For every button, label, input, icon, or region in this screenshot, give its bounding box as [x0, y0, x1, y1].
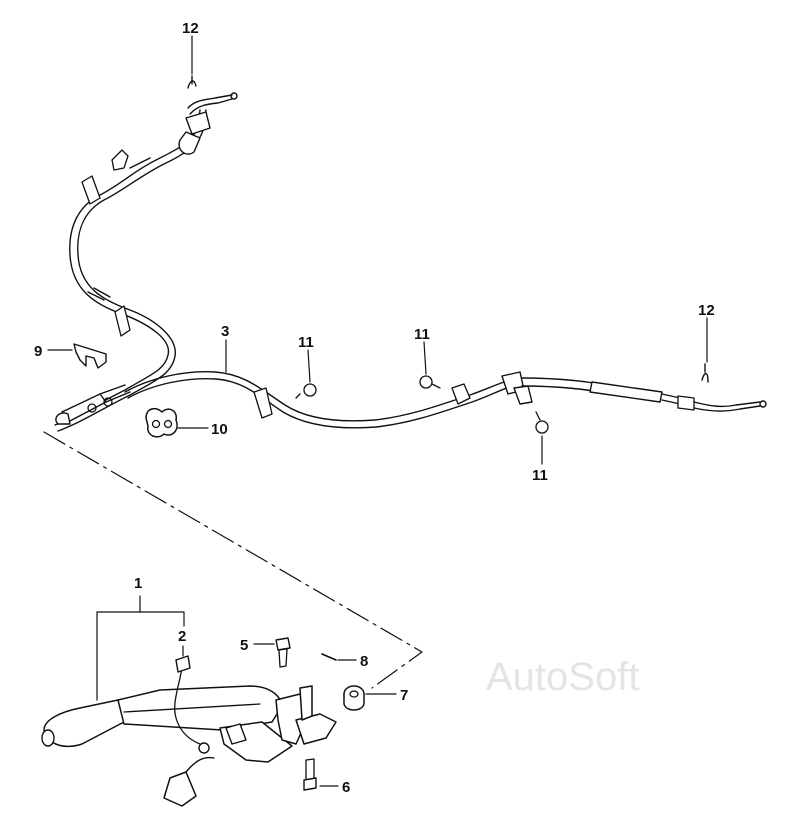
callout-2: 2	[178, 628, 186, 645]
bolt-6	[303, 758, 317, 791]
callout-labels: 12 12 3 9 10 11 11 11 1 2 5 6 7 8	[34, 20, 715, 796]
clip-12-top	[187, 75, 197, 89]
callout-11-right: 11	[532, 467, 548, 484]
callout-9: 9	[34, 343, 42, 360]
reference-line	[43, 431, 423, 689]
clip-12-right	[701, 363, 709, 383]
callout-3: 3	[221, 323, 229, 340]
bolt-11-a	[295, 383, 317, 399]
brake-cable-assembly	[54, 92, 767, 432]
callout-12-right: 12	[698, 302, 715, 319]
bolt-5	[275, 637, 291, 668]
leader-lines	[47, 35, 708, 787]
watermark: AutoSoft	[486, 655, 639, 699]
callout-7: 7	[400, 687, 408, 704]
bushing-7	[343, 685, 365, 711]
callout-5: 5	[240, 637, 248, 654]
clip-9	[73, 343, 107, 369]
callout-6: 6	[342, 779, 350, 796]
bolt-11-c	[535, 411, 549, 434]
callout-11-left: 11	[298, 334, 314, 351]
grommet-10	[145, 407, 178, 438]
callout-11-mid: 11	[414, 326, 430, 343]
parking-brake-lever-assembly	[41, 655, 337, 807]
bolt-11-b	[419, 375, 441, 389]
callout-10: 10	[211, 421, 228, 438]
callout-8: 8	[360, 653, 368, 670]
pin-8	[321, 653, 337, 661]
callout-1: 1	[134, 575, 142, 592]
callout-12-top: 12	[182, 20, 199, 37]
